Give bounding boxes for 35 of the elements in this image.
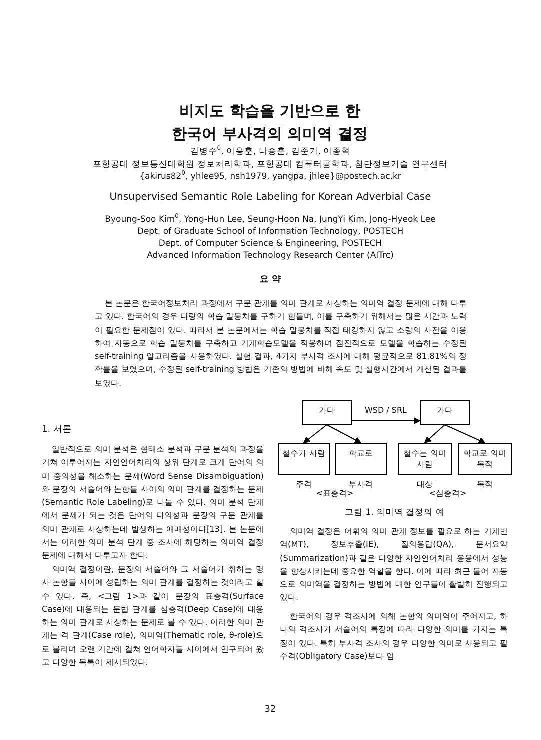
arrow — [444, 424, 486, 444]
node-box: 학교로 의미 목적 — [458, 443, 512, 475]
paper-title: 비지도 학습을 기반으로 한 한국어 부사격의 의미역 결정 — [171, 101, 369, 145]
arrow — [303, 424, 328, 444]
case-label: 대상 — [416, 479, 434, 490]
page-number: 32 — [264, 705, 278, 716]
author-list: 김병수$^{0}$, 이용훈, 나승훈, 김준기, 이종혁 — [60, 147, 481, 158]
case-label: 주격 — [295, 479, 313, 490]
body-paragraph: 일반적으로 의미 분석은 형태소 분석과 구문 분석의 과정을 거쳐 이루어지는 자연언어처리의 상위 단계로 크게 단어의 의미 중의성을 해소하는 문제(Word Sense Disambiguation)와 문장의 서술어와 논항들 사이의 의미 관계를 결정하는 문제(Semantic Role Labeling)로 나눌 수 있다. 의미 분석 단계에서 문제가 되는 것은 단어의 다의성과 문장의 구문 관계를 의미 관계로 사상하는데 발생하는 애매성이다[13]. 본 논문에서는 이러한 의미 분석 단계 중 조사에 해당하는 의미역 결정 문제에 대해서 다루고자 한다. — [42, 443, 264, 562]
node-box: 철수가 사람 — [278, 443, 330, 475]
body-paragraph: 의미역 결정은 어휘의 의미 관계 정보를 필요로 하는 기계번역(MT), 정보추출(IE), 질의응답(QA), 문서요약(Summarization)과 같은 다양한 자연언어처리 응용에서 성능을 향상시키는데 중요한 역할을 한다. 이에 따라 최근 들어 자동으로 의미역을 결정하는 방법에 대한 연구들이 활발히 진행되고 있다. — [280, 525, 508, 604]
arrow — [424, 424, 446, 444]
affiliation: 포항공대 정보통신대학원 정보처리학과, 포항공대 컴퓨터공학과, 첨단정보기술 연구센터 — [92, 160, 449, 170]
node-box: 학교로 — [335, 443, 387, 475]
abstract-paragraph: 본 논문은 한국어정보처리 과정에서 구문 관계를 의미 관계로 사상하는 의미역 결정 문제에 대해 다루고 있다. 한국어의 경우 다량의 학습 말뭉치를 구하기 힘들며, 이를 구축하기 위해서는 많은 시간과 노력이 필요한 문제점이 있다. 따라서 본 논문에서는 학습 말뭉치를 직접 태깅하지 않고 소량의 사전을 이용하여 자동으로 학습 말뭉치를 구축하고 기계학습모델을 적용하며 점진적으로 모델을 학습하는 수정된 self-training 알고리즘을 사용하였다. 실험 결과, 4가지 부사격 조사에 대해 평균적으로 81.81%의 정확률을 보였으며, 수정된 self-training 방법은 기존의 방법에 비해 속도 및 실행시간에서 개선된 결과를 보였다. — [95, 297, 467, 390]
case-label: 목적 — [476, 479, 494, 490]
arrow — [326, 424, 362, 444]
arrow — [352, 418, 421, 424]
group-label: <심층격> — [428, 488, 468, 499]
node-box: 가다 — [302, 400, 352, 425]
node-box: 철수는 의미 사람 — [398, 443, 452, 475]
group-label: <표층격> — [315, 488, 355, 499]
english-title: Unsupervised Semantic Role Labeling for Korean Adverbial Case — [108, 192, 432, 203]
affiliation: Dept. of Graduate School of Information Technology, POSTECH — [136, 227, 405, 238]
body-paragraph: 의미역 결정이란, 문장의 서술어와 그 서술어가 취하는 명사 논항들 사이에 성립하는 의미 관계를 결정하는 것이라고 할 수 있다. 즉, <그림 1>과 같이 문장의 표층격(Surface Case)에 대응되는 문법 관계를 심층격(Deep Case)에 대응하는 의미 관계로 사상하는 문제로 볼 수 있다. 이러한 의미 관계는 격 관계(Case role), 의미역(Thematic role, θ-role)으로 불리며 오랜 기간에 걸쳐 언어학자들 사이에서 연구되어 왔고 다양한 목록이 제시되었다. — [42, 563, 264, 670]
affiliation: Dept. of Computer Science & Engineering, POSTECH — [158, 239, 384, 250]
figure-caption: 그림 1. 의미역 결정의 예 — [344, 508, 446, 519]
affiliation: Advanced Information Technology Research Center (AITrc) — [146, 251, 395, 262]
email-address: {akirus82$^{0}$, yhlee95, nsh1979, yangpa, jhlee}@postech.ac.kr — [138, 172, 402, 183]
node-box: 가다 — [420, 400, 470, 425]
author-list: Byoung-Soo Kim$^{0}$, Yong-Hun Lee, Seung-Hoon Na, JungYi Kim, Jong-Hyeok Lee — [60, 215, 481, 226]
case-label: 부사격 — [348, 479, 374, 490]
abstract-heading: 요 약 — [258, 275, 282, 286]
body-paragraph: 한국어의 경우 격조사에 의해 논항의 의미역이 주어지고, 하나의 격조사가 서술어의 특징에 따라 다양한 의미를 가지는 특징이 있다. 특히 부사격 조사의 경우 다양한 의미로 사용되고 필수격(Obligatory Case)보다 임 — [280, 610, 508, 663]
section-heading: 1. 서론 — [42, 425, 72, 436]
